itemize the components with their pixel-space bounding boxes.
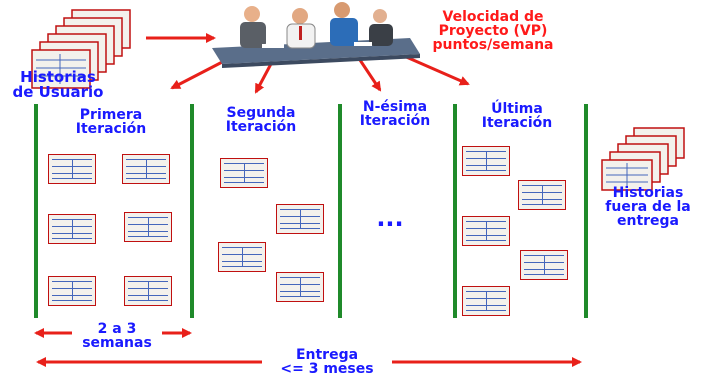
iteration-divider — [34, 104, 38, 318]
team-meeting-illustration — [212, 2, 420, 68]
arrow-team-to-nth — [358, 59, 382, 92]
arrow-team-to-second — [254, 61, 274, 94]
ellipsis: ... — [376, 204, 404, 232]
user-stories-label: Historias de Usuario — [12, 68, 104, 101]
story-card — [462, 216, 510, 246]
story-card — [462, 286, 510, 316]
user-stories-stack — [31, 9, 131, 89]
iteration-divider — [190, 104, 194, 318]
story-card — [48, 214, 96, 244]
story-card — [520, 250, 568, 280]
iteration-label-nth: N-ésima Iteración — [359, 99, 431, 129]
iteration-label-last: Última Iteración — [481, 101, 553, 131]
story-card — [276, 272, 324, 302]
iteration-label-first: Primera Iteración — [75, 107, 147, 137]
iteration-span-label: 2 a 3 semanas — [72, 322, 162, 350]
iteration-divider — [338, 104, 342, 318]
story-card — [124, 276, 172, 306]
iteration-divider — [584, 104, 588, 318]
out-of-release-lines — [606, 163, 648, 187]
arrow-team-to-first — [170, 56, 231, 90]
story-card — [124, 212, 172, 242]
story-card — [218, 242, 266, 272]
story-card — [48, 154, 96, 184]
story-card — [48, 276, 96, 306]
out-of-release-label: Historias fuera de la entrega — [605, 185, 691, 229]
iteration-label-second: Segunda Iteración — [225, 105, 297, 135]
velocity-label: Velocidad de Proyecto (VP) puntos/semana — [432, 9, 554, 53]
release-span-label: Entrega <= 3 meses — [262, 348, 392, 376]
story-card — [518, 180, 566, 210]
story-card — [276, 204, 324, 234]
story-card — [462, 146, 510, 176]
iteration-divider — [453, 104, 457, 318]
arrow-team-to-last — [403, 54, 470, 86]
user-stories-lines — [36, 54, 86, 84]
story-card — [220, 158, 268, 188]
story-card — [122, 154, 170, 184]
out-of-release-stack — [601, 127, 685, 191]
